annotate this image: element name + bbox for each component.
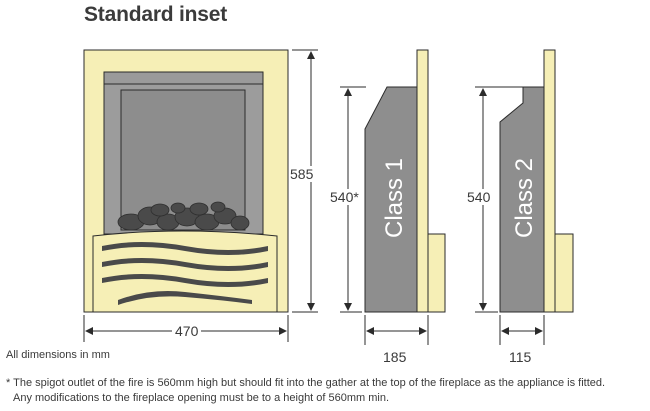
class1-fret-side <box>427 233 446 313</box>
class2-height-label: 540 <box>467 189 491 205</box>
class1-height-label: 540* <box>330 189 359 205</box>
footnote-line-2: Any modifications to the fireplace openi… <box>13 392 390 404</box>
front-coals <box>117 201 250 231</box>
units-note: All dimensions in mm <box>6 349 110 361</box>
class1-label: Class 1 <box>381 158 408 238</box>
class2-body <box>499 86 545 313</box>
class1-back-panel <box>416 49 429 313</box>
footnote: * The spigot outlet of the fire is 560mm… <box>6 376 646 406</box>
class1-side-view <box>364 49 446 313</box>
front-height-label: 585 <box>290 166 314 182</box>
class2-depth-dimension <box>499 315 545 345</box>
page-title: Standard inset <box>84 3 228 26</box>
class1-body <box>364 86 418 313</box>
class2-back-panel <box>543 49 556 313</box>
class2-label: Class 2 <box>511 158 538 238</box>
front-canopy <box>103 71 264 85</box>
class2-fret-side <box>554 233 574 313</box>
class1-depth-label: 185 <box>383 349 407 365</box>
front-view <box>83 49 289 313</box>
front-width-label: 470 <box>172 323 202 339</box>
class2-side-view <box>499 49 574 313</box>
class2-depth-label: 115 <box>509 349 532 365</box>
class1-depth-dimension <box>364 315 429 345</box>
front-fret-bars <box>102 242 268 305</box>
footnote-line-1: * The spigot outlet of the fire is 560mm… <box>6 377 606 389</box>
